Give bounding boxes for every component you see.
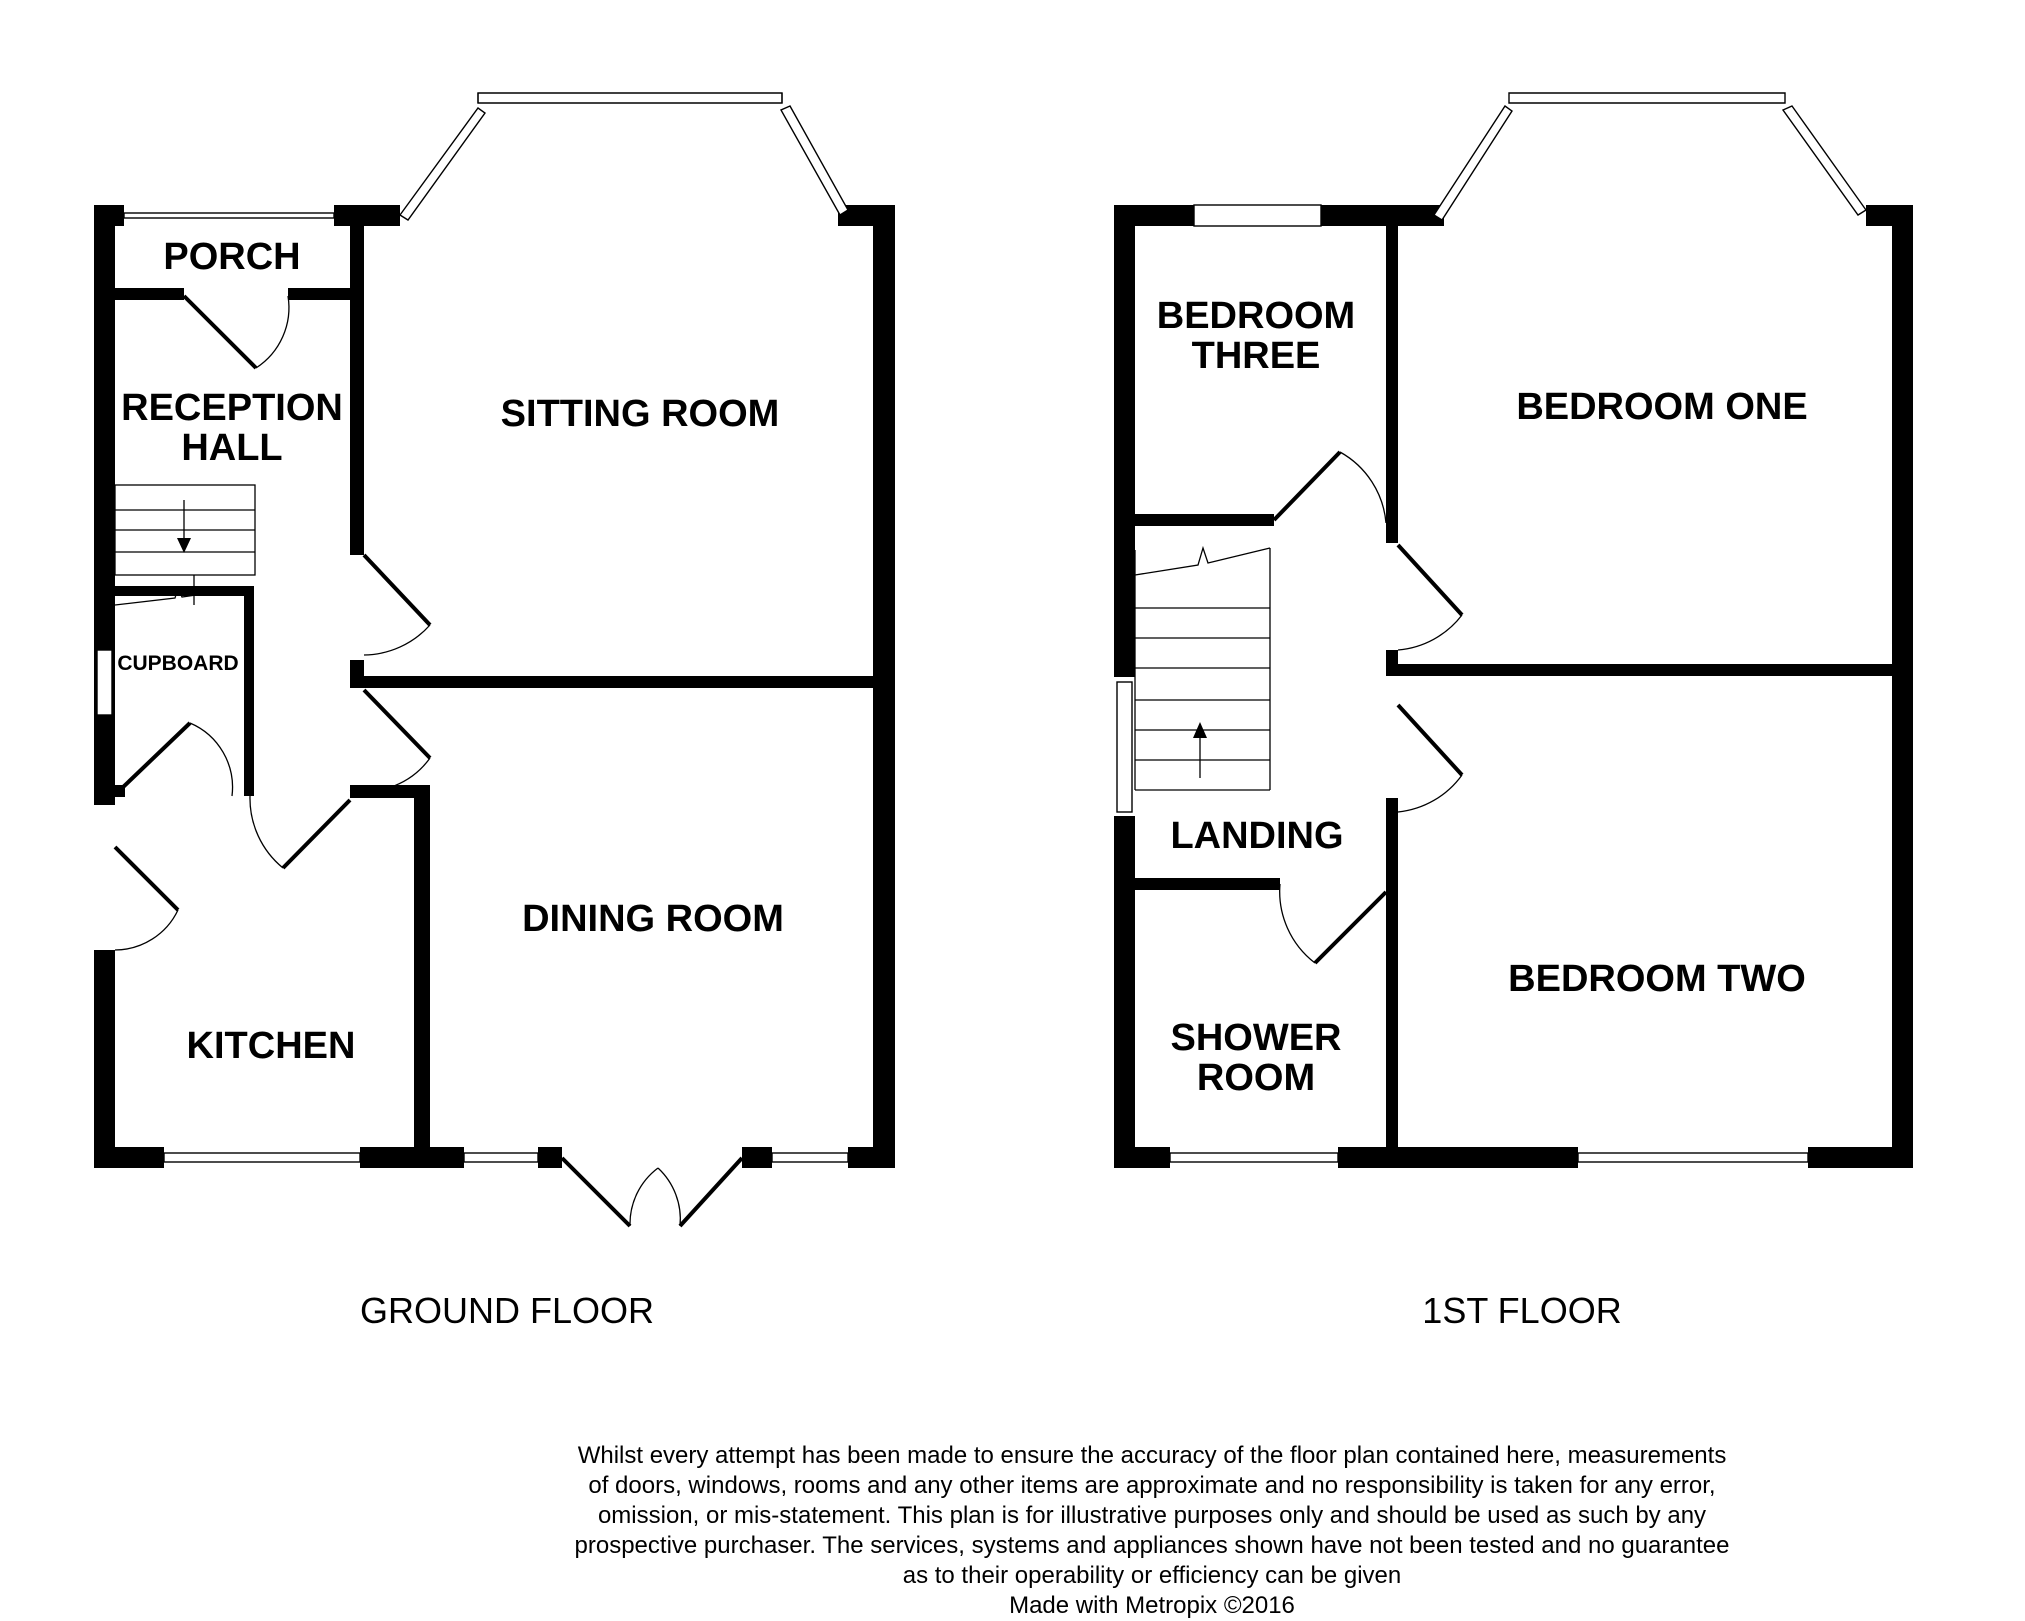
room-label-bedroom-one: BEDROOM ONE [1516,386,1808,428]
first-floor-stairs [1134,545,1271,791]
room-label-sitting-room: SITTING ROOM [500,393,780,435]
disclaimer-line: Whilst every attempt has been made to en… [577,1442,1727,1469]
ground-floor-doors [113,294,744,1228]
room-label-bedroom-three: BEDROOM THREE [1156,295,1356,377]
floor-title-ground: GROUND FLOOR [359,1290,655,1331]
disclaimer-line: of doors, windows, rooms and any other i… [588,1472,1716,1499]
disclaimer-text: Whilst every attempt has been made to en… [502,1441,1802,1621]
ground-floor-windows [96,92,849,1163]
room-label-cupboard: CUPBOARD [117,652,239,675]
credit-line: Made with Metropix ©2016 [1009,1592,1295,1619]
first-floor-walls [1114,205,1913,1168]
ground-floor-walls [94,205,895,1168]
room-label-landing: LANDING [1170,815,1344,857]
first-floor-doors [1272,450,1464,965]
room-label-shower-room: SHOWER ROOM [1170,1017,1342,1099]
disclaimer-line: omission, or mis-statement. This plan is… [597,1502,1707,1529]
first-floor-windows [1116,92,1868,1163]
disclaimer-line: as to their operability or efficiency ca… [902,1562,1402,1589]
room-label-bedroom-two: BEDROOM TWO [1508,958,1806,1000]
room-label-porch: PORCH [163,236,301,278]
ground-floor-stairs [114,484,256,606]
room-label-reception-hall: RECEPTION HALL [121,387,343,469]
room-label-dining-room: DINING ROOM [522,898,784,940]
disclaimer-line: prospective purchaser. The services, sys… [574,1532,1730,1559]
floor-title-first: 1ST FLOOR [1422,1290,1622,1331]
room-label-kitchen: KITCHEN [186,1025,356,1067]
